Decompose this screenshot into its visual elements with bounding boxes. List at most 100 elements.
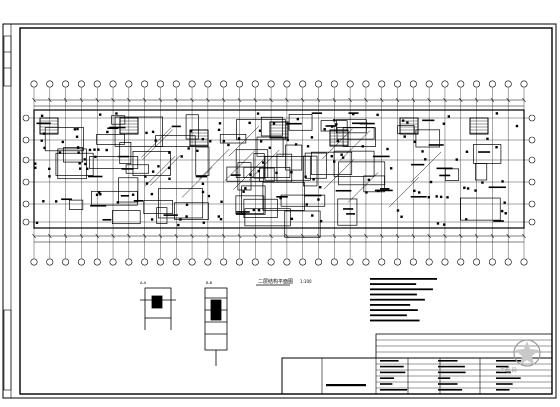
dimension-tick [364,233,368,239]
column-mark [177,223,180,227]
column-mark [189,129,193,133]
grid-bubble-bottom [457,258,465,266]
wall-segment [262,181,305,211]
wall-segment [111,115,126,125]
column-mark [73,128,77,131]
grid-bubble-left [22,178,30,186]
grid-bubble-bottom [267,258,275,266]
grid-bubble-bottom [378,258,386,266]
annotation-text-block [410,195,427,198]
annotation-text-block [36,122,51,125]
column-mark [40,139,43,142]
wall-segment [219,133,247,144]
dimension-tick [364,97,368,103]
column-mark [403,135,406,138]
column-mark [501,180,504,183]
column-mark [150,218,154,221]
dimension-tick [32,97,36,103]
dimension-tick [32,233,36,239]
dimension-tick [206,97,210,103]
column-mark [76,146,80,149]
column-mark [115,112,118,115]
dimension-tick [221,233,226,239]
wall-segment [415,129,441,148]
column-mark [217,215,220,218]
annotation-text-block [230,174,241,176]
grid-axes [22,80,536,266]
grid-bubble-bottom [109,258,117,266]
annotation-text-block [428,144,444,146]
slab-diagonal [199,148,230,180]
dimension-tick [490,97,495,103]
column-mark [145,131,148,135]
dimension-tick [506,233,510,239]
column-mark [463,186,466,189]
dimension-tick [269,233,273,239]
column-mark [249,173,252,176]
column-mark [42,200,45,203]
annotation-text-block [374,189,393,192]
grid-bubble-bottom [30,258,38,266]
column-mark [40,114,44,118]
dimension-tick [206,233,210,239]
dimension-tick [48,233,52,239]
column-mark [310,136,314,139]
grid-bubble-bottom [409,258,417,266]
grid-bubble-top [425,80,433,88]
grid-bubble-top [409,80,417,88]
dimension-tick [95,233,99,239]
column-mark [474,189,477,192]
grid-bubble-top [172,80,180,88]
column-mark [262,161,265,164]
column-mark [305,203,308,206]
column-mark [94,155,97,159]
wall-segment [336,127,375,140]
annotation-text-block [163,214,178,216]
column-mark [54,200,58,203]
column-mark [258,129,262,132]
dimension-tick [348,233,352,239]
column-mark [131,193,135,196]
column-mark [185,203,189,206]
dimension-tick [63,97,68,103]
grid-bubble-bottom [299,258,307,266]
dimension-tick [190,97,194,103]
section-detail-a [140,287,176,330]
column-mark [179,218,182,221]
grid-bubble-top [251,80,259,88]
dimension-tick [63,233,68,239]
dimension-tick [269,97,273,103]
title-block-text [496,365,509,368]
column-mark [367,178,371,182]
annotation-text-block [488,186,506,189]
note-line [370,283,417,285]
wall-segment [444,168,460,181]
grid-bubble-top [299,80,307,88]
column-mark [84,162,87,166]
dimension-tick [237,97,242,103]
column-mark [427,196,431,199]
note-line [370,293,417,296]
title-block-text [438,389,463,391]
annotation-text-block [311,112,323,114]
note-line [370,314,407,317]
grid-bubble-top [473,80,481,88]
column-mark [386,147,389,151]
dimension-tick [380,97,384,103]
column-mark [151,130,155,134]
dimension-tick [142,233,147,239]
grid-bubble-bottom [77,258,85,266]
wall-segment [473,144,502,164]
grid-bubble-top [315,80,323,88]
wall-segment [260,116,283,137]
column-mark [465,218,468,221]
title-block-text [380,383,393,385]
grid-bubble-left [22,114,30,122]
column-mark [455,158,458,161]
wall-segment [63,147,84,163]
grid-bubble-right [528,136,536,144]
dimension-tick [395,97,400,103]
column-mark [439,195,443,199]
annotation-text-block [120,194,130,197]
